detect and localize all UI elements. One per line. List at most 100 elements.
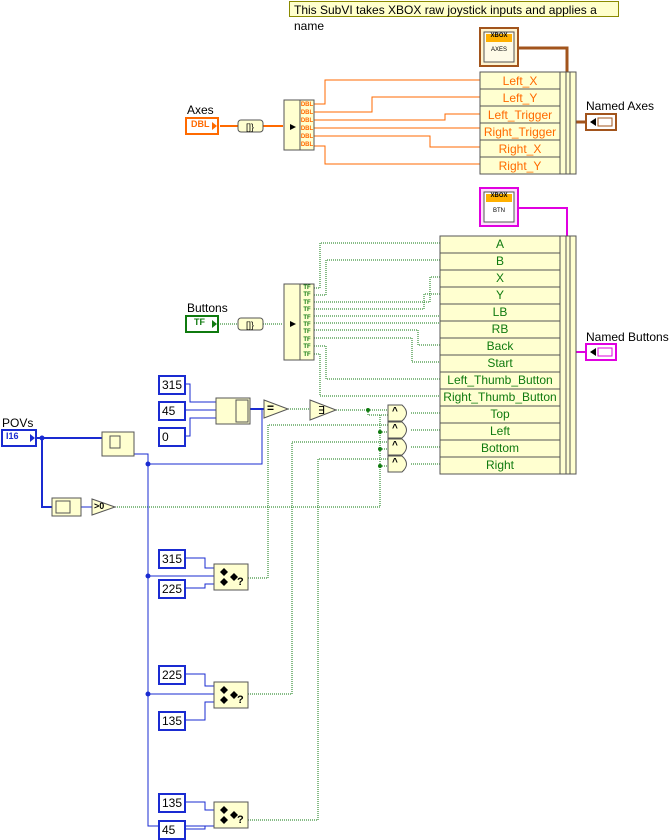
const-135[interactable]: 135 (158, 711, 186, 731)
buttons-typedef-bottom: BTN (493, 208, 505, 214)
const-315-b[interactable]: 315 (158, 549, 186, 569)
buttons-index-type: TF (303, 344, 311, 351)
const-45[interactable]: 45 (158, 401, 186, 421)
buttons-index-array (283, 283, 315, 361)
in-range-glyph-2: ? (237, 694, 244, 706)
button-element-name: X (495, 271, 504, 285)
axes-element-name: Left_X (502, 74, 538, 88)
named-buttons-indicator (585, 343, 617, 361)
buttons-index-type: TF (303, 336, 311, 343)
gt0-node (91, 498, 117, 516)
buttons-bundle-by-name (439, 235, 577, 475)
button-element-name: Left (489, 424, 510, 438)
button-element-name: Right (485, 458, 514, 472)
named-axes-indicator (585, 113, 617, 131)
and-glyph-2: ^ (392, 423, 398, 434)
pov-index-array (101, 431, 135, 457)
povs-control[interactable] (1, 429, 37, 447)
buttons-index-type: TF (303, 351, 311, 358)
axes-cluster-wire (518, 46, 586, 124)
buttons-index-type: TF (303, 329, 311, 336)
povs-type: I16 (6, 431, 19, 441)
axes-array-converter: []} (237, 119, 264, 133)
const-45-b[interactable]: 45 (158, 820, 186, 840)
buttons-index-type: TF (303, 299, 311, 306)
axes-index-type: DBL (300, 118, 314, 124)
axes-index-type: DBL (300, 134, 314, 140)
buttons-control[interactable] (185, 315, 219, 333)
button-element-name: Back (486, 339, 514, 353)
axes-typedef-bottom: AXES (490, 47, 507, 53)
buttons-index-type: TF (303, 292, 311, 299)
button-element-name: RB (491, 322, 509, 336)
axes-index-type: DBL (300, 126, 314, 132)
and-glyph-1: ^ (392, 406, 398, 417)
axes-element-name: Right_Y (498, 159, 542, 173)
svg-text:[]}: []} (246, 320, 254, 330)
buttons-array-converter: []} (237, 317, 264, 331)
const-135-b[interactable]: 135 (158, 793, 186, 813)
axes-type: DBL (191, 119, 210, 129)
build-array-node (215, 397, 251, 425)
axes-label: Axes (187, 103, 214, 117)
button-element-name: Start (487, 356, 513, 370)
const-315[interactable]: 315 (158, 375, 186, 395)
axes-element-name: Right_Trigger (483, 125, 557, 139)
button-element-name: Right_Thumb_Button (443, 390, 557, 404)
axes-index-array (283, 99, 315, 151)
button-element-name: Left_Thumb_Button (447, 373, 553, 387)
named-axes-label: Named Axes (586, 99, 655, 113)
in-range-glyphs (220, 568, 238, 824)
axes-control[interactable] (185, 117, 219, 135)
buttons-type: TF (194, 317, 205, 327)
const-225-b[interactable]: 225 (158, 665, 186, 685)
axes-typedef-top: XBOX (490, 33, 508, 39)
or-array-node: ∃ (309, 399, 338, 421)
axes-typedef-constant (479, 27, 519, 67)
button-element-name: Bottom (480, 441, 519, 455)
buttons-index-type: TF (303, 285, 311, 291)
equal-node (263, 399, 290, 419)
and-glyph-4: ^ (392, 457, 398, 468)
buttons-index-type: TF (303, 307, 311, 314)
named-buttons-label: Named Buttons (586, 330, 669, 344)
button-element-name: LB (492, 305, 508, 319)
diagram-comment: This SubVI takes XBOX raw joystick input… (289, 1, 619, 33)
buttons-typedef-top: XBOX (490, 193, 508, 199)
const-225[interactable]: 225 (158, 579, 186, 599)
in-range-glyph-3: ? (237, 814, 244, 826)
button-element-name: B (495, 254, 504, 268)
button-element-name: Top (490, 407, 510, 421)
pov-array-size (51, 497, 82, 517)
axes-element-name: Left_Y (502, 91, 538, 105)
buttons-cluster-wire (518, 207, 586, 353)
buttons-index-type: TF (303, 322, 311, 328)
axes-index-type: DBL (300, 102, 314, 108)
axes-wires (220, 79, 480, 165)
bool-junctions (366, 408, 382, 468)
button-element-name: A (495, 237, 504, 251)
const-0[interactable]: 0 (158, 427, 186, 447)
equal-glyph: = (267, 401, 275, 415)
wire-junctions (39, 435, 151, 697)
axes-index-type: DBL (300, 110, 314, 116)
svg-text:[]}: []} (246, 122, 254, 132)
buttons-label: Buttons (187, 301, 228, 315)
svg-text:∃: ∃ (318, 405, 325, 417)
buttons-typedef-constant (479, 187, 519, 227)
in-range-glyph-1: ? (237, 576, 244, 588)
button-element-name: Y (495, 288, 504, 302)
axes-element-name: Left_Trigger (487, 108, 553, 122)
button-wires (115, 242, 441, 821)
and-gates (387, 404, 407, 473)
axes-index-type: DBL (300, 142, 314, 148)
buttons-index-type: TF (303, 314, 311, 321)
axes-bundle-by-name (479, 71, 577, 175)
axes-element-name: Right_X (498, 142, 542, 156)
povs-label: POVs (2, 416, 34, 430)
and-glyph-3: ^ (392, 440, 398, 451)
pov-wires (36, 383, 264, 830)
gt0-glyph: >0 (94, 501, 105, 511)
